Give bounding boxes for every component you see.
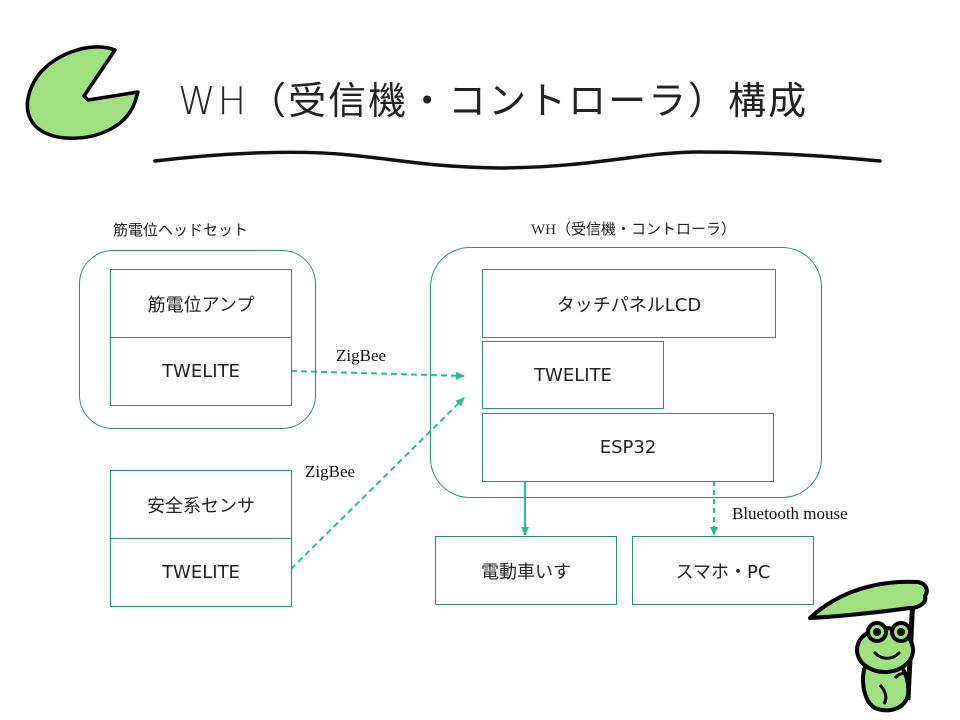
title-underline: [153, 150, 882, 170]
zigbee-label-2: ZigBee: [305, 462, 356, 481]
sensor-twelite-block: TWELITE: [110, 539, 292, 607]
touch-lcd-block: タッチパネルLCD: [482, 269, 776, 338]
lily-pad-icon: [25, 45, 140, 140]
headset-group-label: 筋電位ヘッドセット: [113, 221, 249, 239]
wheelchair-block: 電動車いす: [435, 536, 617, 605]
wh-group: [430, 247, 822, 498]
zigbee-label-1: ZigBee: [336, 346, 387, 365]
esp32-block: ESP32: [482, 413, 774, 482]
zigbee-arrow-headset: [290, 370, 465, 380]
safety-sensor-block: 安全系センサ: [110, 470, 292, 539]
wh-twelite-block: TWELITE: [482, 341, 664, 409]
emg-amp-block: 筋電位アンプ: [110, 269, 292, 338]
phone-pc-block: スマホ・PC: [632, 536, 814, 605]
page-title: WH（受信機・コントローラ）構成: [178, 79, 809, 123]
wh-group-label: WH（受信機・コントローラ）: [531, 222, 736, 238]
headset-twelite-block: TWELITE: [110, 338, 292, 406]
headset-group: [79, 250, 316, 429]
bluetooth-label: Bluetooth mouse: [732, 504, 848, 523]
zigbee-arrow-sensor: [290, 397, 465, 570]
frog-with-leaf-umbrella-icon: [808, 579, 929, 713]
